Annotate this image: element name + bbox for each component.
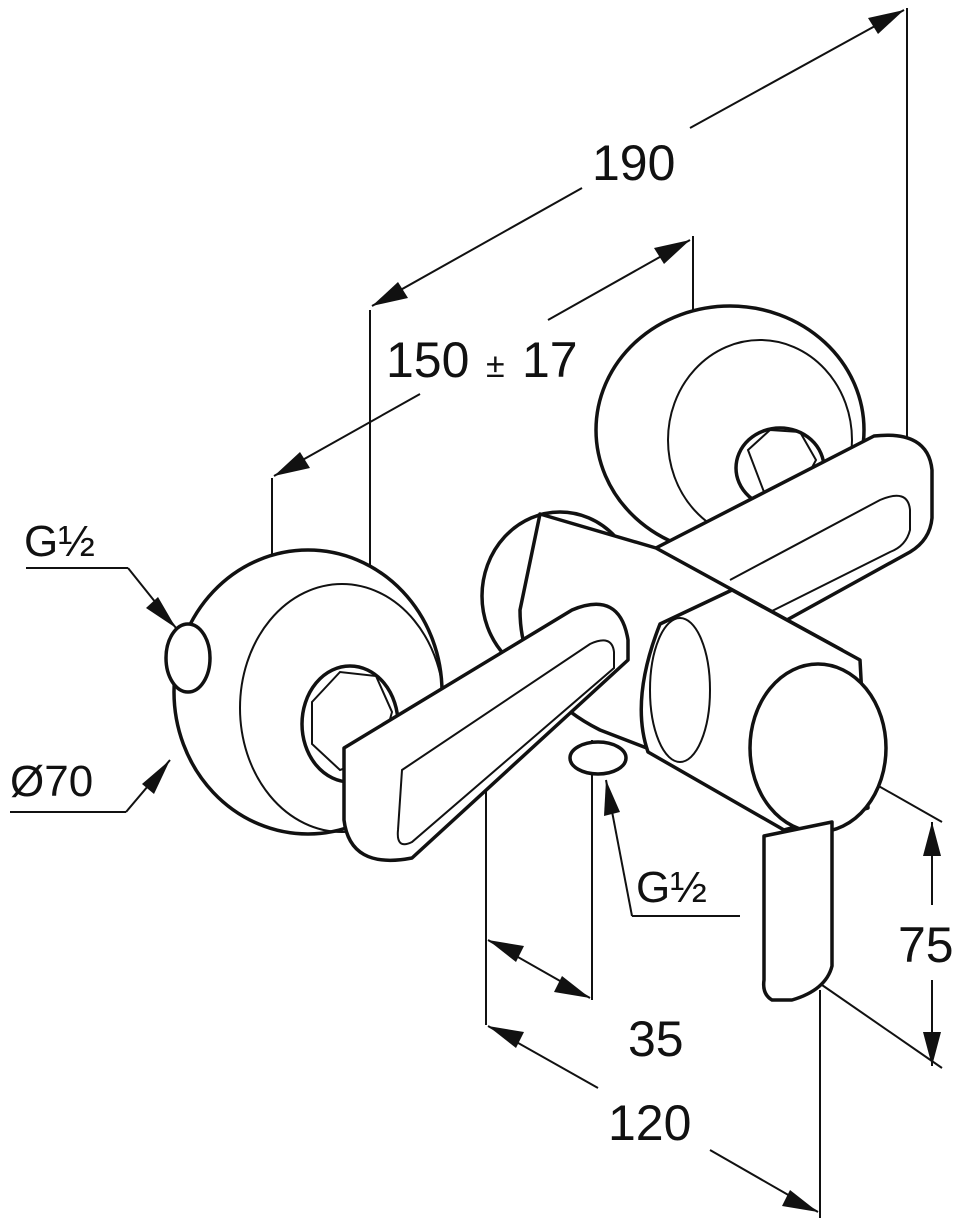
cartridge-cap	[748, 662, 888, 834]
dimension-35: 35	[628, 1011, 684, 1067]
left-thread-stub	[164, 622, 212, 694]
diameter-label: Ø70	[10, 757, 93, 806]
tolerance-symbol: ±	[486, 347, 505, 385]
dimension-190: 190	[592, 135, 675, 191]
mixer-body	[164, 304, 934, 1002]
lever-handle	[761, 820, 834, 1002]
left-arm	[342, 602, 630, 863]
dimension-120: 120	[608, 1095, 691, 1151]
dimension-150: 150	[386, 332, 469, 388]
bottom-outlet	[568, 740, 628, 776]
thread-label-left: G½	[24, 517, 95, 566]
dimension-tolerance: 17	[522, 332, 578, 388]
thread-label-bottom: G½	[636, 863, 707, 912]
dimension-75: 75	[898, 917, 954, 973]
